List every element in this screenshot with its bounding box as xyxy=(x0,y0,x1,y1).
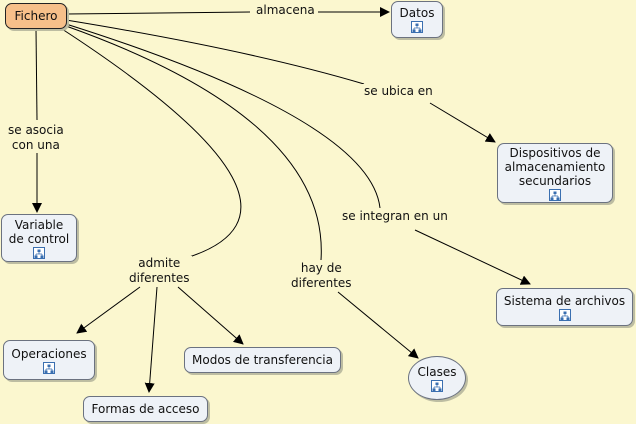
link-arrow-operaciones xyxy=(76,286,141,334)
concept-label: Clases xyxy=(417,364,457,379)
link-arrow-se-integran xyxy=(414,229,531,285)
link-label-se-asocia: se asocia con una xyxy=(6,123,66,153)
link-arrow-hay-de xyxy=(337,291,419,359)
concept-label: Datos xyxy=(399,6,435,20)
concept-fichero[interactable]: Fichero xyxy=(5,3,67,29)
concept-map-icon[interactable] xyxy=(558,308,571,321)
concept-dispositivos[interactable]: Dispositivos de almacenamiento secundari… xyxy=(497,143,613,203)
link-arrow-se-ubica xyxy=(429,102,496,143)
concept-label: Dispositivos de almacenamiento secundari… xyxy=(504,145,606,188)
concept-label: Fichero xyxy=(14,9,58,23)
link-label-admite: admite diferentes xyxy=(127,256,192,286)
link-line-almacena xyxy=(65,11,251,15)
concept-sistema-de-archivos[interactable]: Sistema de archivos xyxy=(496,288,633,326)
concept-map-icon[interactable] xyxy=(431,379,443,392)
concept-map-icon[interactable] xyxy=(411,21,423,33)
concept-modos-de-transferencia[interactable]: Modos de transferencia xyxy=(184,347,341,373)
concept-map-icon[interactable] xyxy=(33,246,45,259)
link-line-hay-de xyxy=(65,25,322,261)
link-label-almacena: almacena xyxy=(254,3,317,18)
concept-label: Operaciones xyxy=(11,346,87,361)
link-line-admite xyxy=(61,28,242,259)
concept-datos[interactable]: Datos xyxy=(391,1,443,38)
link-line-se-ubica xyxy=(65,19,365,85)
link-arrow-modos xyxy=(177,286,244,345)
concept-label: Formas de acceso xyxy=(91,402,200,416)
concept-variable-de-control[interactable]: Variable de control xyxy=(1,214,77,262)
link-label-hay-de: hay de diferentes xyxy=(289,261,354,291)
concept-label: Modos de transferencia xyxy=(192,353,333,367)
concept-formas-de-acceso[interactable]: Formas de acceso xyxy=(83,396,208,422)
link-line-se-asocia xyxy=(35,28,38,121)
concept-clases[interactable]: Clases xyxy=(408,356,466,400)
concept-map-icon[interactable] xyxy=(549,188,561,201)
link-label-se-integran: se integran en un xyxy=(340,209,450,224)
link-line-se-integran xyxy=(65,23,381,209)
concept-operaciones[interactable]: Operaciones xyxy=(3,340,95,380)
link-label-se-ubica-en: se ubica en xyxy=(362,84,435,99)
concept-label: Sistema de archivos xyxy=(503,293,626,308)
link-arrow-formas xyxy=(144,286,158,393)
concept-label: Variable de control xyxy=(8,217,70,246)
concept-map-icon[interactable] xyxy=(43,361,55,374)
